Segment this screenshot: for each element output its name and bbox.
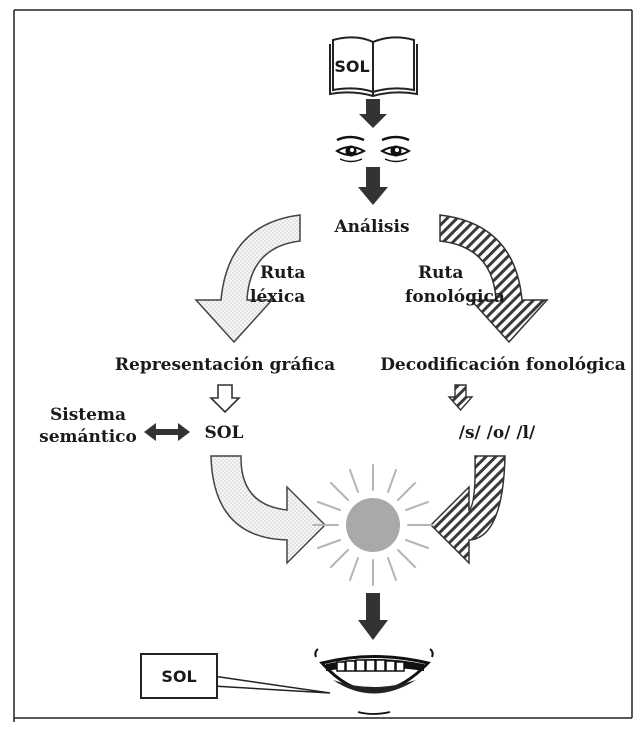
graphic-representation-label: Representación gráfica: [115, 355, 335, 375]
analysis-label: Análisis: [333, 217, 409, 237]
phonological-route-label-2: fonológica: [405, 287, 505, 307]
speech-bubble-text: SOL: [161, 667, 196, 686]
lexical-route-label-2: léxica: [250, 287, 305, 307]
lexical-route-arrow: [194, 214, 301, 344]
small-arrow-phonological: [447, 384, 474, 412]
phonological-to-sun-arrow: [429, 455, 506, 565]
semantic-system-label-1: Sistema: [50, 405, 126, 425]
frame: [13, 9, 633, 722]
arrow-eyes-to-analysis: [358, 167, 388, 205]
phonological-route-label-1: Ruta: [418, 263, 463, 283]
arrow-book-to-eyes: [359, 99, 387, 128]
speech-bubble: SOL: [140, 653, 331, 699]
lexical-to-sun-arrow: [210, 455, 327, 565]
eyes-icon: [335, 135, 411, 163]
phoneme-sequence: /s/ /o/ /l/: [459, 423, 536, 443]
small-arrow-lexical: [209, 384, 241, 414]
phonological-decoding-label: Decodificación fonológica: [380, 355, 626, 375]
sun-icon: [312, 464, 434, 586]
double-arrow: [144, 423, 190, 441]
phonological-route-arrow: [439, 214, 549, 344]
book-word: SOL: [334, 57, 369, 76]
lexical-route-label-1: Ruta: [260, 263, 305, 283]
semantic-system-label-2: semántico: [39, 427, 137, 447]
lexical-word: SOL: [204, 423, 243, 443]
open-book-icon: SOL: [329, 36, 418, 98]
arrow-sun-to-mouth: [358, 593, 388, 640]
mouth-icon: [314, 648, 434, 715]
